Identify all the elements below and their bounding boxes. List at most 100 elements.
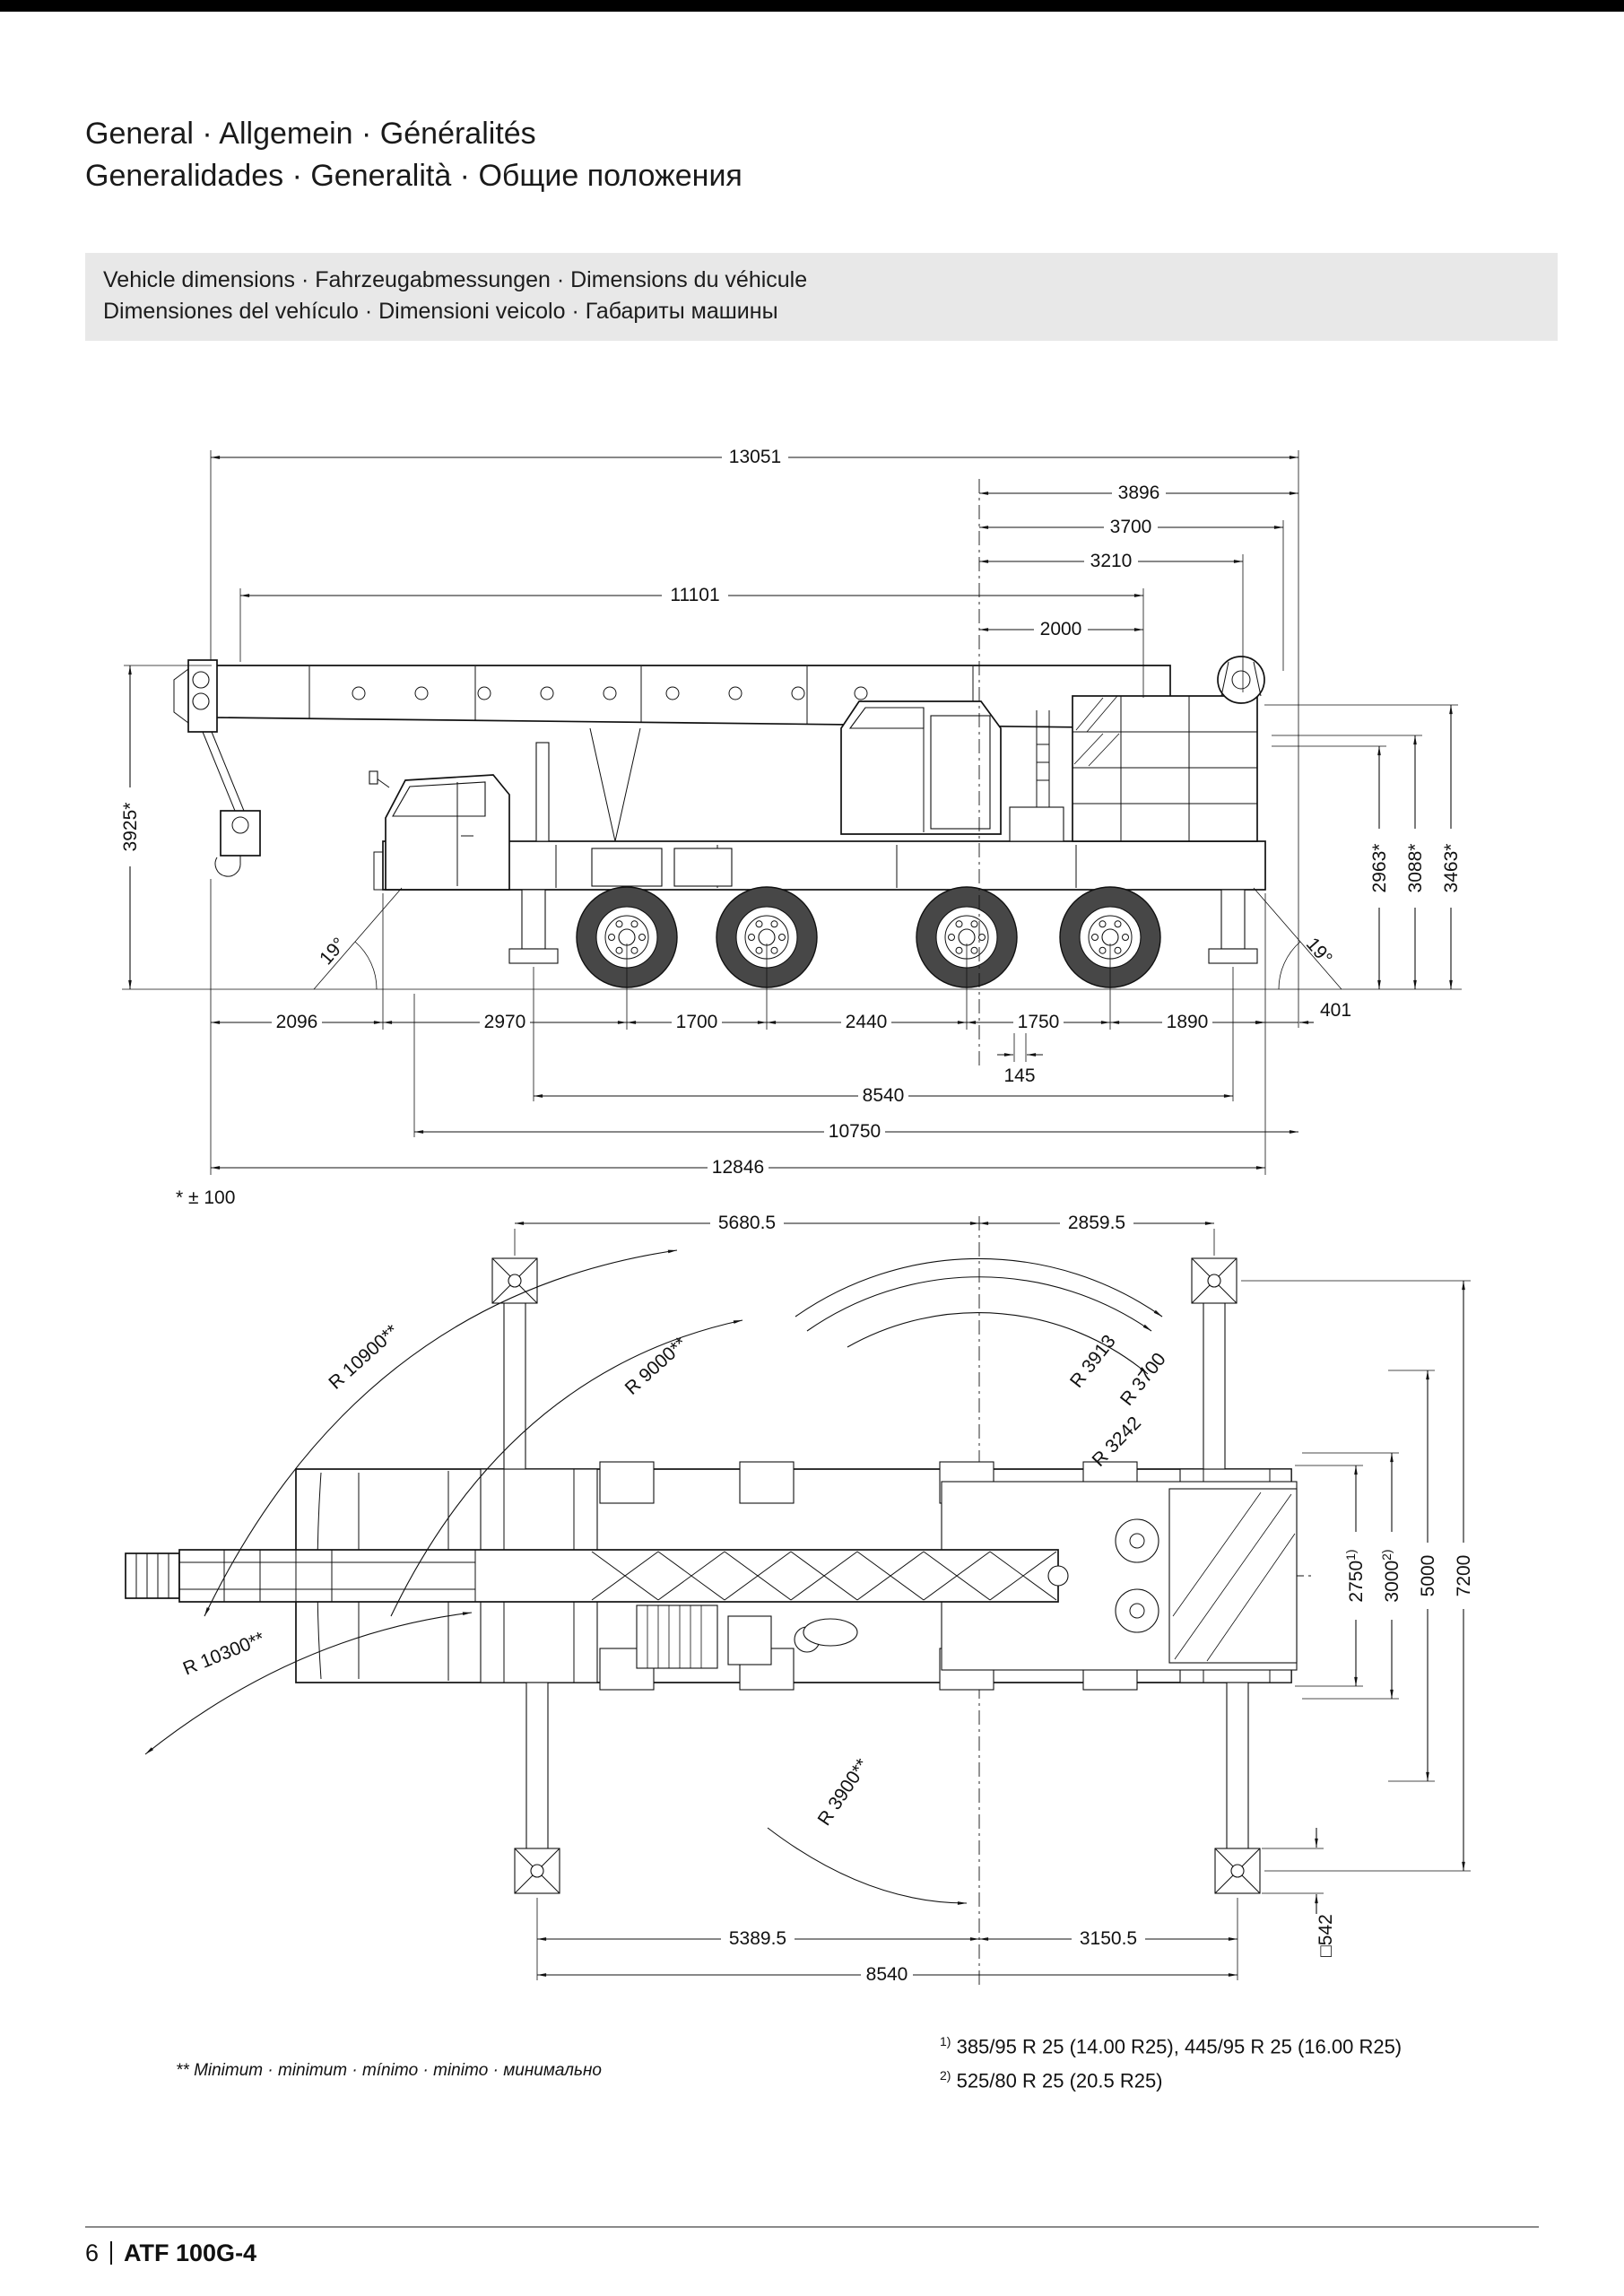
dim-label-seg-axle2-3: 2440 [841, 1012, 891, 1033]
outrigger-pad-bottom-front [514, 1848, 560, 1894]
dim-label-support-width-full: 7200 [1452, 1543, 1475, 1609]
footnote-1-marker: 1) [940, 2034, 951, 2048]
dim-label-tail-radius-min: 3210 [1084, 551, 1138, 572]
driver-cab-window [392, 781, 486, 817]
top-black-bar [0, 0, 1624, 12]
dim-label-width-3000: 30002) [1379, 1532, 1403, 1620]
head-sheave-2 [192, 692, 210, 710]
counterweight-top [1168, 1488, 1298, 1664]
approach-angle-label: 19° [316, 934, 350, 969]
operator-cab-door [930, 715, 991, 830]
beam-top-rear [1203, 1300, 1226, 1470]
tail-radius-mid-label: 3700 [1110, 517, 1152, 537]
head-sheave-1 [192, 671, 210, 689]
dim-label-boom-head-height: 3925* [118, 787, 142, 866]
winch-support [1220, 661, 1262, 697]
page-title-line1: General · Allgemein · Généralités [85, 117, 536, 151]
page-footer: 6 ATF 100G-4 [85, 2239, 256, 2267]
outrigger-pad-top-rear [1191, 1257, 1238, 1304]
rear-outrigger-jack [1220, 889, 1246, 950]
dim-label-tail-radius-max: 3896 [1112, 483, 1166, 504]
boom-head-top [125, 1552, 180, 1599]
driver-cab-door [376, 778, 473, 886]
dim-label-seg-front-axle1: 2970 [480, 1012, 530, 1033]
dim-label-seg-axle1-2: 1700 [672, 1012, 722, 1033]
footnote-1-text: 385/95 R 25 (14.00 R25), 445/95 R 25 (16… [956, 2035, 1403, 2058]
dim-label-12846: 12846 [708, 1157, 769, 1178]
section-banner: Vehicle dimensions · Fahrzeugabmessungen… [85, 253, 1558, 341]
width-2750-label: 27501) [1343, 1549, 1367, 1602]
seg-offset-label: 145 [1003, 1065, 1035, 1086]
tyre-footnote-2: 2) 525/80 R 25 (20.5 R25) [940, 2061, 1402, 2095]
dim-label-height-rear-2: 3088* [1403, 829, 1427, 908]
section-banner-line2: Dimensiones del vehículo · Dimensioni ve… [103, 299, 778, 324]
boom-section-lines [308, 666, 974, 726]
slew-to-rear-label: 2000 [1040, 619, 1082, 639]
beam-bottom-front [525, 1682, 549, 1852]
winch-1-hub [1129, 1533, 1145, 1549]
outrigger-pad-bottom-rear [1214, 1848, 1261, 1894]
page-title-line2: Generalidades · Generalità · Общие полож… [85, 159, 743, 193]
dim-label-front-pad-to-center: 5680.5 [710, 1213, 784, 1234]
crane-side-profile [173, 656, 1342, 990]
departure-angle-label: 19° [1302, 934, 1336, 969]
boom-head-sheaves-top [135, 1553, 169, 1598]
boom [214, 665, 1171, 729]
seg-front-axle1-label: 2970 [484, 1012, 526, 1032]
pad-size-label: □542 [1316, 1914, 1336, 1957]
counterweight-hatch [1073, 695, 1120, 767]
dim-label-overall-length: 13051 [722, 447, 788, 468]
footnote-2-marker: 2) [940, 2068, 951, 2083]
dim-label-pad-front-to-center: 5389.5 [721, 1928, 795, 1950]
footer-rule [85, 2226, 1539, 2228]
carrier-frame [382, 840, 1266, 891]
front-outrigger-pad [508, 948, 559, 964]
height-rear-2-label: 3088* [1405, 844, 1426, 893]
dim-label-seg-axle3-4: 1750 [1013, 1012, 1064, 1033]
tyre-footnote-1: 1) 385/95 R 25 (14.00 R25), 445/95 R 25 … [940, 2027, 1402, 2061]
crane-top-profile [125, 1257, 1298, 1894]
wheels [576, 886, 1161, 988]
swing-radius-arcs [144, 1249, 1163, 1905]
radius-boom-head-max-label: R 10900** [325, 1321, 403, 1394]
storage-box-1 [591, 848, 663, 887]
tyre-footnotes: 1) 385/95 R 25 (14.00 R25), 445/95 R 25 … [940, 2027, 1402, 2096]
departure-angle-lines [1253, 887, 1342, 990]
winch-2-hub [1129, 1603, 1145, 1619]
dim-label-tail-radius-mid: 3700 [1104, 517, 1158, 538]
extension-lines [124, 450, 1458, 1175]
approach-angle-lines [313, 887, 403, 990]
dim-label-support-base: 8540 [861, 1964, 913, 1986]
dim-label-outrigger-base: 8540 [858, 1085, 908, 1107]
winch-drum [1217, 656, 1265, 704]
page-number: 6 [85, 2239, 100, 2266]
dim-label-seg-front-tip: 2096 [272, 1012, 322, 1033]
hoist-ropes [202, 731, 245, 812]
radius-boom-head-low-label: R 10300** [180, 1628, 267, 1679]
width-3000-label: 30002) [1379, 1549, 1403, 1602]
dim-label-center-to-rear-pad: 2859.5 [1060, 1213, 1133, 1234]
length-10750-label: 10750 [829, 1121, 881, 1142]
page-title: General · Allgemein · Généralités Genera… [85, 113, 743, 197]
support-width-mid-label: 5000 [1418, 1555, 1438, 1597]
tail-radius-max-label: 3896 [1118, 483, 1160, 503]
front-outrigger-jack [521, 889, 546, 950]
footer-divider [110, 2241, 113, 2265]
boom-head-height-label: 3925* [120, 803, 141, 852]
seg-axle3-4-label: 1750 [1018, 1012, 1060, 1032]
winch-2-top [1115, 1588, 1159, 1633]
model-name: ATF 100G-4 [124, 2239, 257, 2266]
hook-sheave [231, 816, 249, 834]
height-rear-1-label: 2963* [1369, 844, 1390, 893]
dim-label-height-rear-1: 2963* [1368, 829, 1391, 908]
tail-radius-min-label: 3210 [1090, 551, 1133, 571]
counterweight-top-hatch [1172, 1492, 1296, 1662]
dim-label-support-width-mid: 5000 [1416, 1543, 1439, 1609]
engine-grid-lines [647, 1605, 702, 1668]
dim-label-slew-to-rear: 2000 [1034, 619, 1088, 640]
boom-head-plate [173, 668, 189, 724]
dim-label-center-to-pad-rear: 3150.5 [1072, 1928, 1145, 1950]
footnote-2-text: 525/80 R 25 (20.5 R25) [956, 2069, 1163, 2092]
support-width-full-label: 7200 [1454, 1555, 1474, 1597]
